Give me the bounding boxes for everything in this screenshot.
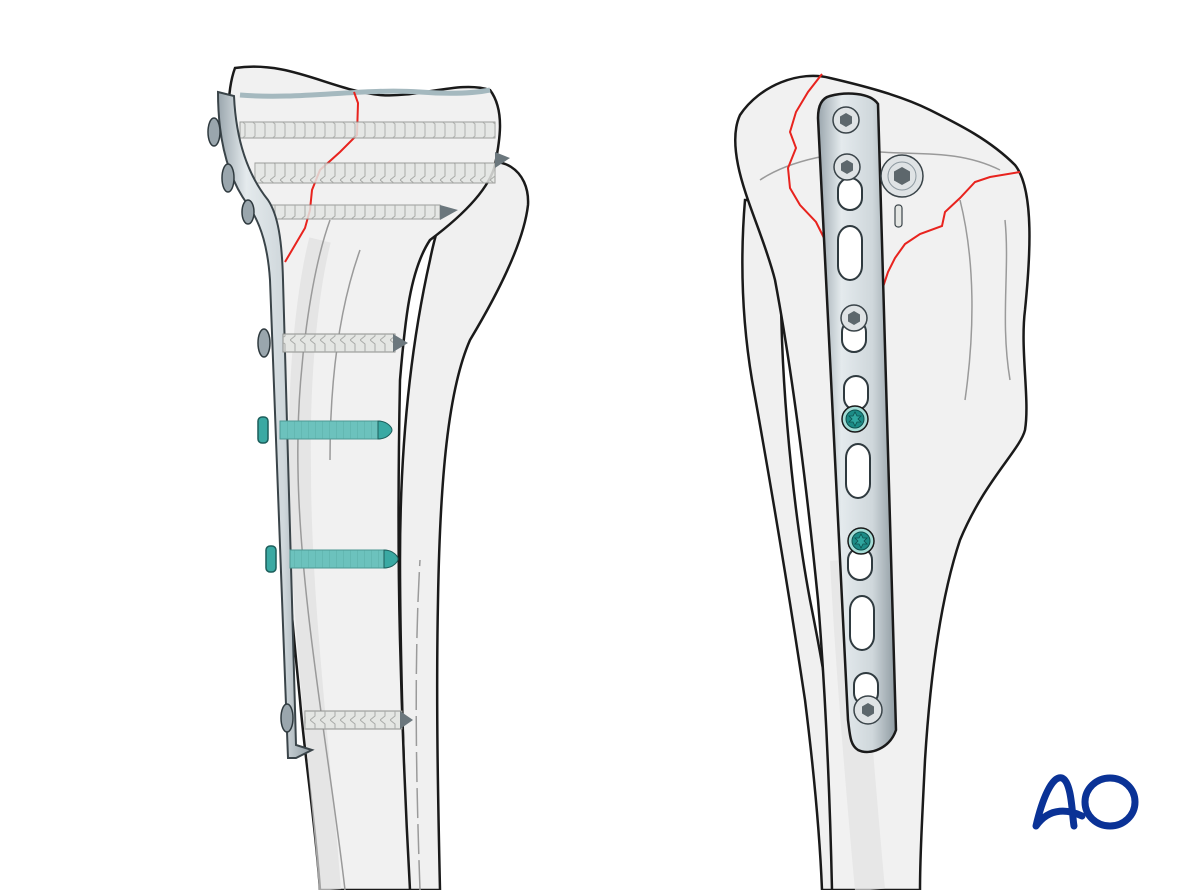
fibula-lateral — [741, 198, 852, 890]
screw-heads-ap — [207, 117, 294, 733]
cortical-screw-1 — [282, 333, 408, 353]
locking-screw-1 — [257, 416, 393, 444]
locking-screw-2 — [265, 545, 399, 573]
fibula-ap — [398, 160, 530, 890]
ao-logo — [1032, 774, 1139, 830]
hex-screws-lateral — [832, 106, 924, 725]
plate-ap — [216, 90, 315, 759]
locking-screws-lateral — [841, 405, 875, 555]
ap-view — [207, 65, 530, 890]
tibia-ap — [227, 65, 502, 890]
fracture-line-lateral-2 — [879, 171, 1021, 297]
lateral-view — [734, 73, 1031, 890]
cortical-screw-2 — [304, 710, 413, 730]
proximal-screws-ap — [239, 121, 510, 220]
